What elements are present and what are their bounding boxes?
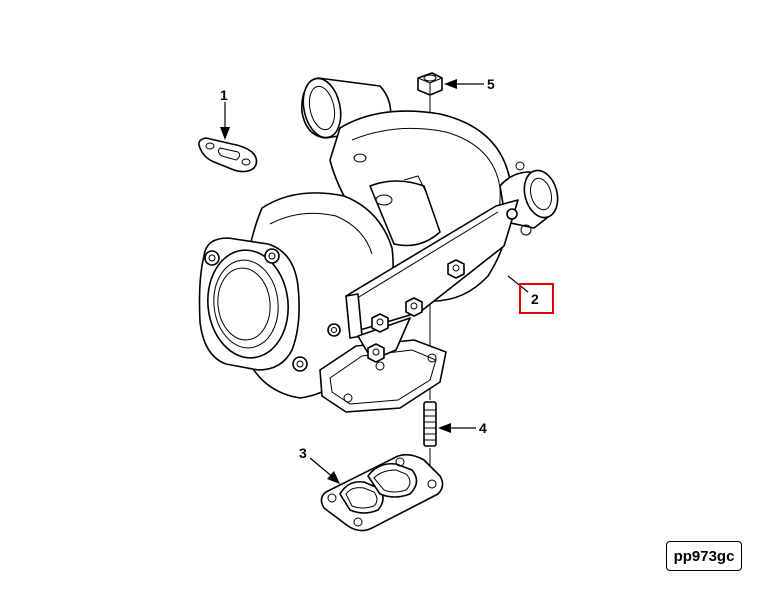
- callout-5: 5: [487, 76, 495, 92]
- callout-2: 2: [531, 291, 539, 307]
- leader-line-4: [438, 423, 476, 433]
- figure-code-label: pp973gc: [666, 541, 742, 571]
- figure-code-text: pp973gc: [673, 547, 735, 565]
- gasket-part-1: [198, 137, 258, 173]
- callout-3: 3: [299, 445, 307, 461]
- leader-line-3: [309, 457, 340, 484]
- callout-1: 1: [220, 87, 228, 103]
- gasket-part-3: [320, 453, 444, 532]
- leader-line-1: [220, 102, 230, 140]
- nut-part-5: [417, 72, 443, 96]
- callout-4: 4: [479, 420, 487, 436]
- leader-line-2: [507, 275, 529, 293]
- callout-2-highlight: [519, 283, 554, 314]
- stud-part-4: [423, 401, 437, 447]
- leader-line-5: [444, 79, 484, 89]
- turbocharger-part-2: [198, 77, 559, 413]
